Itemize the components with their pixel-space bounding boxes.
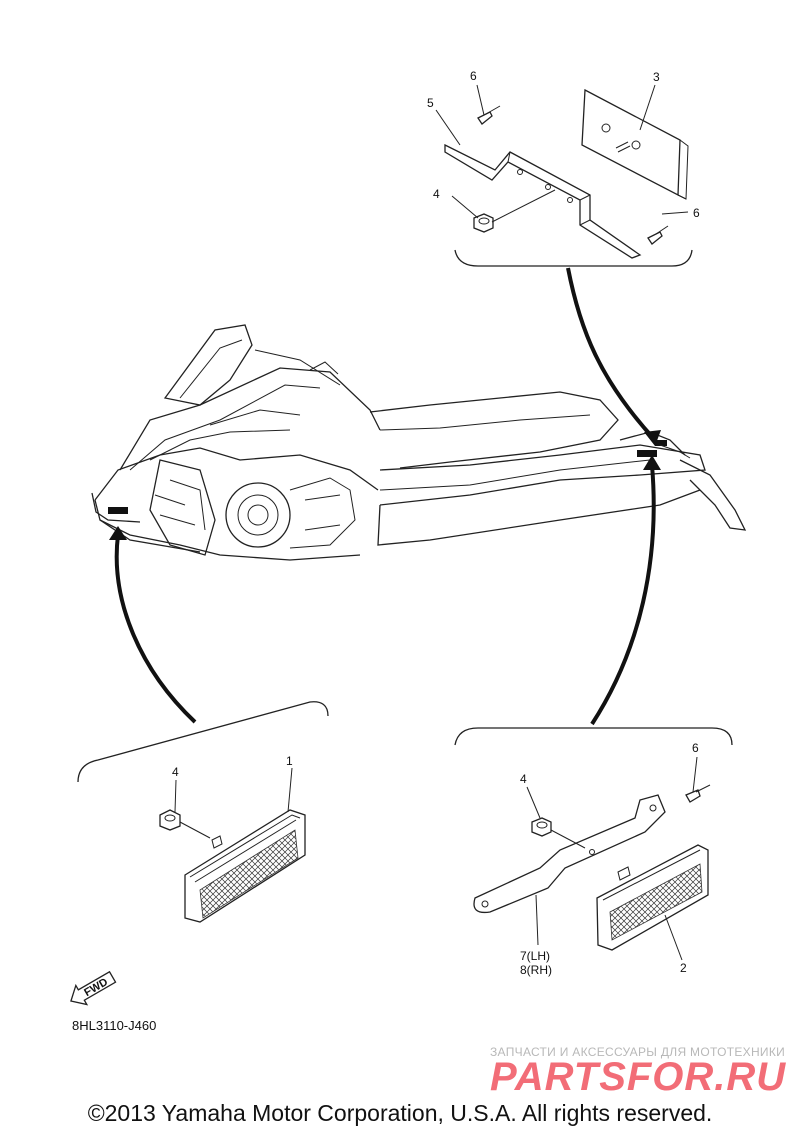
fwd-arrow-icon xyxy=(70,970,117,1006)
bottom-right-detail-group xyxy=(454,727,733,961)
label-bl-1: 1 xyxy=(286,754,293,768)
top-rivet-b xyxy=(647,225,669,245)
rear-reflector xyxy=(596,844,709,951)
label-top-3: 3 xyxy=(653,70,660,84)
svg-text:FWD: FWD xyxy=(82,976,110,999)
bottom-left-frame xyxy=(77,701,329,783)
label-br-6: 6 xyxy=(692,741,699,755)
drawing-code: 8HL3110-J460 xyxy=(72,1018,156,1033)
front-reflector-marker xyxy=(108,507,128,514)
part-labels: 4 5 6 3 6 4 1 4 6 7(LH) 8(RH) 2 xyxy=(172,69,700,977)
reflector-bracket xyxy=(473,794,666,914)
watermark: ЗАПЧАСТИ И АКСЕССУАРЫ ДЛЯ МОТОТЕХНИКИ PA… xyxy=(490,1045,786,1099)
copyright-notice: ©2013 Yamaha Motor Corporation, U.S.A. A… xyxy=(87,1100,713,1126)
rear-reflector-marker xyxy=(637,450,657,457)
top-rivet-a xyxy=(477,105,501,125)
fwd-indicator: FWD xyxy=(70,970,117,1006)
watermark-brand: PARTSFOR.RU xyxy=(490,1055,786,1099)
callout-arrows xyxy=(109,267,661,726)
label-top-5: 5 xyxy=(427,96,434,110)
label-top-6a: 6 xyxy=(470,69,477,83)
top-detail-bracket-frame xyxy=(454,249,693,267)
top-detail-group xyxy=(435,84,693,267)
label-br-2: 2 xyxy=(680,961,687,975)
label-br-7: 7(LH) xyxy=(520,949,550,963)
snowmobile-illustration xyxy=(91,324,747,561)
bl-nut xyxy=(159,809,181,831)
bottom-left-detail-group xyxy=(77,701,329,923)
plate-bracket xyxy=(444,143,642,259)
bottom-right-frame xyxy=(454,727,733,746)
label-br-4: 4 xyxy=(520,772,527,786)
watermark-subtitle: ЗАПЧАСТИ И АКСЕССУАРЫ ДЛЯ МОТОТЕХНИКИ xyxy=(490,1045,785,1059)
br-nut xyxy=(531,817,552,837)
label-top-4: 4 xyxy=(433,187,440,201)
label-br-8: 8(RH) xyxy=(520,963,552,977)
front-reflector xyxy=(184,809,306,923)
license-plate xyxy=(581,88,689,200)
label-top-6b: 6 xyxy=(693,206,700,220)
top-nut xyxy=(473,213,494,233)
br-rivet xyxy=(685,784,711,803)
label-bl-4: 4 xyxy=(172,765,179,779)
